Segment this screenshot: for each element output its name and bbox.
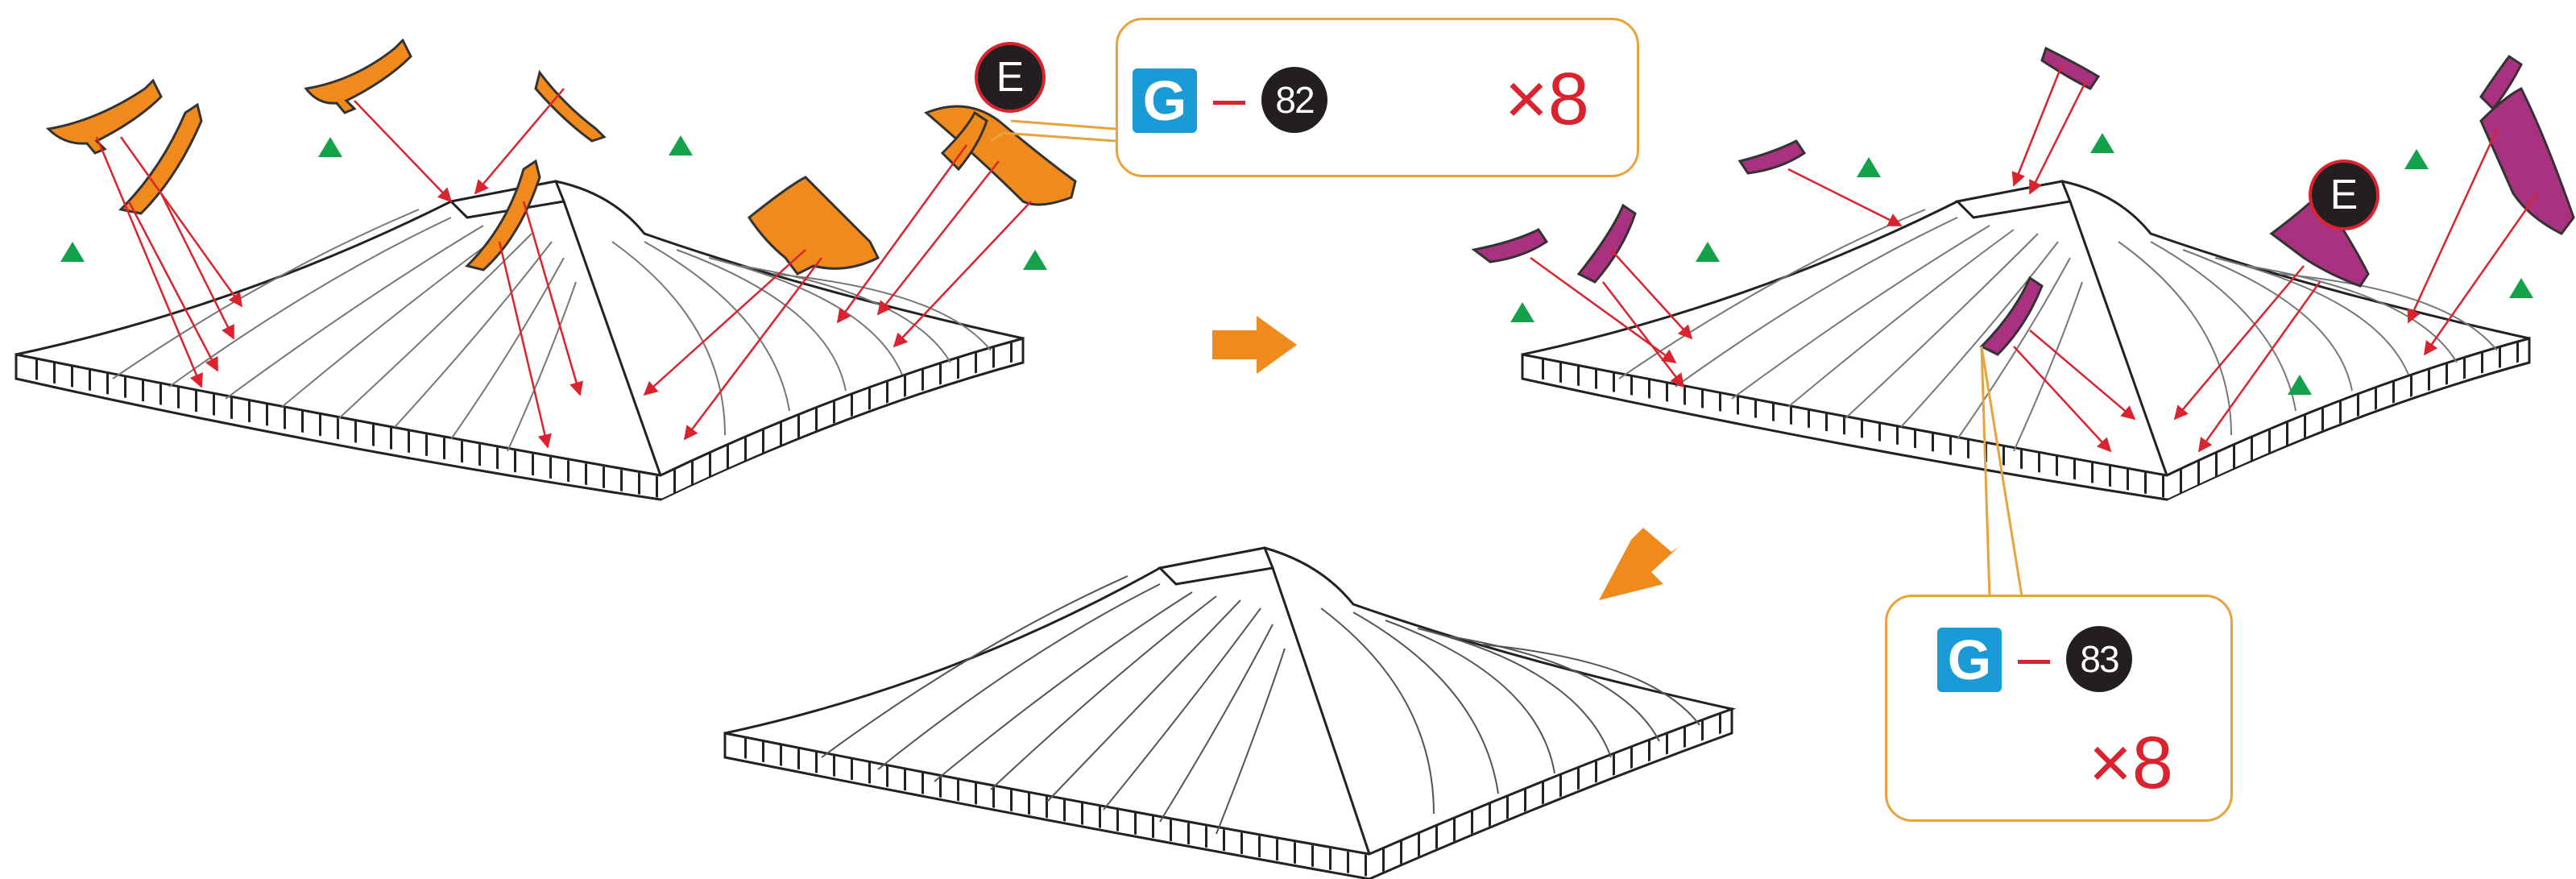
marker-e-right: E bbox=[2309, 160, 2379, 230]
magenta-brackets bbox=[1471, 46, 2575, 356]
bracket-8 bbox=[940, 110, 988, 172]
dash bbox=[1213, 101, 1245, 105]
bracket-3 bbox=[304, 38, 412, 114]
bracket-m4 bbox=[2040, 46, 2101, 90]
roof-left bbox=[14, 180, 1025, 501]
bracket-6 bbox=[747, 176, 880, 276]
quantity-label: ×8 bbox=[1505, 58, 1589, 140]
bracket-m8 bbox=[2479, 54, 2523, 111]
group-badge-g: G bbox=[1133, 68, 1197, 133]
bracket-1 bbox=[45, 78, 163, 155]
green-markers-right bbox=[1510, 133, 2533, 395]
step-arrow-down-left bbox=[1599, 528, 1679, 600]
marker-e-left: E bbox=[975, 42, 1046, 113]
bracket-m2 bbox=[1576, 203, 1637, 284]
roof-right bbox=[1521, 180, 2531, 501]
step-arrow-right bbox=[1212, 316, 1297, 374]
quantity-label: ×8 bbox=[2089, 722, 2173, 804]
green-markers-left bbox=[60, 135, 1047, 270]
roof-result bbox=[723, 546, 1737, 879]
callout-part-82: G 82 ×8 bbox=[1116, 18, 1639, 177]
bracket-m3 bbox=[1737, 139, 1807, 175]
dash bbox=[2018, 660, 2050, 664]
part-number-badge: 83 bbox=[2066, 626, 2132, 692]
bracket-m5 bbox=[1979, 276, 2044, 356]
bracket-m7 bbox=[2479, 86, 2575, 235]
arrows-left bbox=[95, 88, 1032, 449]
arrows-right bbox=[1530, 64, 2539, 453]
callout-part-83: G 83 ×8 bbox=[1885, 595, 2233, 822]
bracket-4 bbox=[534, 69, 607, 143]
group-badge-g: G bbox=[1937, 628, 2002, 692]
bracket-m6 bbox=[2269, 191, 2370, 288]
bracket-m1 bbox=[1471, 228, 1549, 263]
callout-leaders bbox=[990, 119, 2023, 597]
orange-brackets bbox=[45, 38, 1077, 276]
part-number-badge: 82 bbox=[1261, 67, 1327, 133]
